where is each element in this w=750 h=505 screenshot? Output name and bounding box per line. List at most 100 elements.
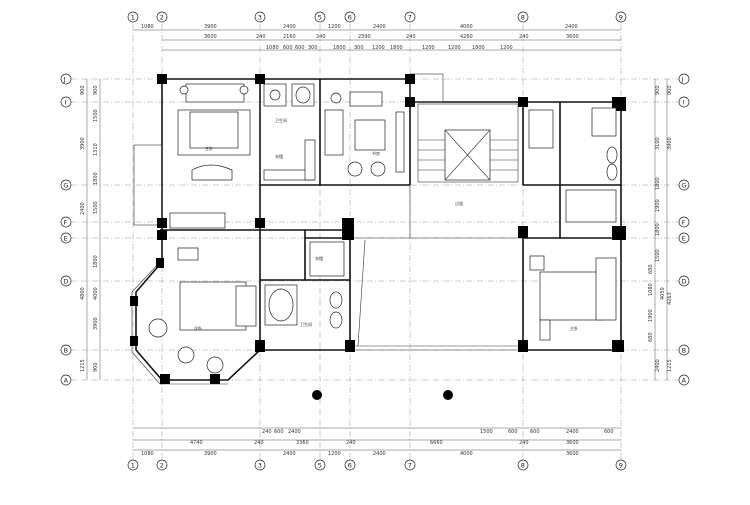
axis-label: 8 [521, 13, 525, 21]
dim-text: 1080 [141, 24, 154, 30]
dim-left-outer: 900 3900 2400 4800 1215 [80, 85, 86, 372]
dim-bottom-outer: 1080 3900 2400 1200 2400 4000 2400 3600 [141, 451, 579, 457]
dim-text: 4260 [460, 34, 473, 40]
dim-text: 1215 [80, 359, 86, 372]
exterior-dot [312, 390, 322, 400]
dim-text: 240 [254, 440, 264, 446]
dim-text: 2400 [373, 451, 386, 457]
dim-text: 240 [256, 34, 266, 40]
dim-text: 240 [519, 440, 529, 446]
axis-label: E [682, 234, 686, 242]
dim-text: 4000 [460, 451, 473, 457]
dim-bottom-inner: 240 600 2400 1500 600 600 2400 600 [262, 429, 614, 435]
dim-text: 4740 [190, 440, 203, 446]
axis-label: 3 [258, 461, 262, 469]
dim-text: 1200 [500, 45, 513, 51]
axis-label: B [64, 346, 68, 354]
dim-text: 2400 [283, 24, 296, 30]
room-tag: 过道 [455, 200, 463, 206]
axis-label: 7 [408, 461, 412, 469]
axis-label: 5 [318, 461, 322, 469]
room-tag: 衣帽 [275, 153, 283, 159]
dim-top-outer: 1080 3900 2400 1200 2400 4000 2400 3600 [141, 24, 578, 30]
axis-label: 5 [318, 13, 322, 21]
dim-text: 680 [648, 264, 654, 274]
axis-bubbles-bottom [127, 459, 627, 471]
dim-left-inner: 900 1500 1310 1800 1500 1800 4000 3900 9… [93, 85, 99, 372]
axis-label: F [682, 218, 686, 226]
dim-text: 600 [283, 45, 293, 51]
dim-bottom-mid: 4740 240 3360 240 6660 240 3600 [190, 440, 579, 446]
dim-text: 1200 [328, 451, 341, 457]
dim-text: 1200 [328, 24, 341, 30]
dim-text: 600 [530, 429, 540, 435]
axis-labels-top: 1 2 3 5 6 7 8 9 [131, 13, 623, 21]
dim-text: 1800 [390, 45, 403, 51]
dim-text: 600 [508, 429, 518, 435]
dim-text: 3600 [566, 440, 579, 446]
dim-text: 2400 [288, 429, 301, 435]
axis-label: E [64, 234, 68, 242]
dim-text: 1800 [472, 45, 485, 51]
dim-text: 2400 [655, 359, 661, 372]
axis-label: 1 [131, 13, 135, 21]
axis-label: D [681, 277, 686, 285]
axis-label: 6 [348, 461, 352, 469]
dim-text: 900 [667, 85, 673, 95]
dim-text: 1200 [422, 45, 435, 51]
columns [130, 74, 626, 384]
axis-bubbles-left [60, 73, 72, 386]
dim-text: 600 [274, 429, 284, 435]
axis-label: 7 [408, 13, 412, 21]
dim-text: 4000 [93, 287, 99, 300]
dim-text: 1800 [93, 172, 99, 185]
dim-text: 900 [80, 85, 86, 95]
furniture [148, 83, 618, 374]
dim-text: 240 [316, 34, 326, 40]
dim-text: 3100 [655, 137, 661, 150]
dim-text: 4800 [80, 287, 86, 300]
room-tag: 书房 [372, 150, 380, 156]
dim-text: 600 [295, 45, 305, 51]
axis-bubbles-top [127, 11, 627, 23]
axis-bubbles-right [678, 73, 690, 386]
dim-text: 3360 [296, 440, 309, 446]
axis-label: I [65, 98, 67, 106]
dim-text: 1200 [372, 45, 385, 51]
axis-label: 2 [160, 13, 164, 21]
dim-text: 3900 [80, 137, 86, 150]
dim-text: 2400 [565, 24, 578, 30]
axis-label: F [64, 218, 68, 226]
dim-text: 1080 [141, 451, 154, 457]
dim-text: 1800 [333, 45, 346, 51]
dim-text: 1500 [655, 249, 661, 262]
dim-text: 1500 [93, 109, 99, 122]
dim-text: 1500 [93, 201, 99, 214]
axis-label: D [63, 277, 68, 285]
dim-text: 300 [308, 45, 318, 51]
axis-labels-right: J I G F E D B A [681, 75, 687, 384]
dim-text: 2400 [80, 202, 86, 215]
dim-text: 1080 [266, 45, 279, 51]
axis-label: 1 [131, 461, 135, 469]
dim-text: 3900 [204, 451, 217, 457]
axis-labels-left: J I G F E D B A [63, 75, 69, 384]
dim-text: 3600 [566, 451, 579, 457]
axis-label: 9 [619, 13, 623, 21]
dim-text: 1215 [667, 359, 673, 372]
dim-text: 3600 [204, 34, 217, 40]
dim-text: 900 [93, 362, 99, 372]
dim-text: 2400 [566, 429, 579, 435]
axis-label: A [64, 376, 69, 384]
room-tag: 衣帽 [315, 255, 323, 261]
room-tag: 卫生间 [300, 321, 312, 327]
dim-text: 4050 [660, 287, 666, 300]
dim-text: 2400 [373, 24, 386, 30]
room-tag: 卫生间 [275, 117, 287, 123]
dim-text: 1080 [648, 283, 654, 296]
exterior-dot [443, 390, 453, 400]
dim-text: 2390 [358, 34, 371, 40]
room-tag: 次卧 [194, 325, 202, 331]
axis-label: I [683, 98, 685, 106]
